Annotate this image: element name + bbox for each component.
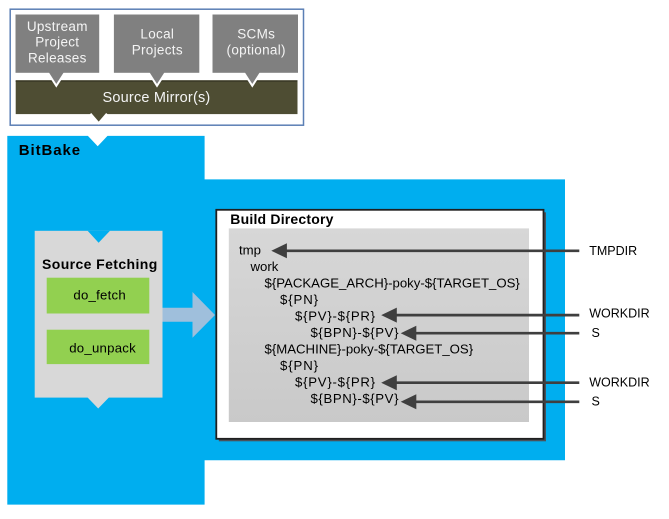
svg-text:Projects: Projects: [132, 43, 183, 58]
svg-text:${PACKAGE_ARCH}-poky-${TARGET_: ${PACKAGE_ARCH}-poky-${TARGET_OS}: [265, 275, 521, 290]
svg-text:${PN}: ${PN}: [280, 358, 319, 373]
svg-text:(optional): (optional): [227, 43, 286, 58]
svg-text:work: work: [250, 259, 279, 274]
svg-text:WORKDIR: WORKDIR: [589, 306, 649, 320]
svg-text:Releases: Releases: [28, 50, 87, 65]
svg-text:tmp: tmp: [239, 243, 261, 258]
svg-text:Upstream: Upstream: [27, 19, 88, 34]
svg-text:Source Mirror(s): Source Mirror(s): [103, 90, 211, 106]
svg-text:${PV}-${PR}: ${PV}-${PR}: [295, 308, 376, 323]
svg-text:${PV}-${PR}: ${PV}-${PR}: [295, 374, 376, 389]
svg-text:${BPN}-${PV}: ${BPN}-${PV}: [311, 325, 400, 340]
svg-text:TMPDIR: TMPDIR: [589, 244, 637, 258]
svg-text:Project: Project: [35, 34, 79, 49]
svg-text:do_fetch: do_fetch: [73, 287, 126, 302]
svg-text:${BPN}-${PV}: ${BPN}-${PV}: [311, 391, 400, 406]
svg-text:WORKDIR: WORKDIR: [589, 375, 649, 389]
svg-text:S: S: [592, 326, 600, 340]
svg-text:do_unpack: do_unpack: [69, 341, 136, 356]
svg-text:Local: Local: [140, 27, 174, 42]
svg-text:BitBake: BitBake: [19, 142, 81, 159]
svg-text:${PN}: ${PN}: [280, 292, 319, 307]
svg-text:Build Directory: Build Directory: [230, 211, 333, 227]
svg-text:S: S: [592, 394, 600, 408]
svg-text:SCMs: SCMs: [237, 27, 275, 42]
svg-text:${MACHINE}-poky-${TARGET_OS}: ${MACHINE}-poky-${TARGET_OS}: [265, 341, 474, 356]
svg-text:Source Fetching: Source Fetching: [42, 256, 158, 272]
